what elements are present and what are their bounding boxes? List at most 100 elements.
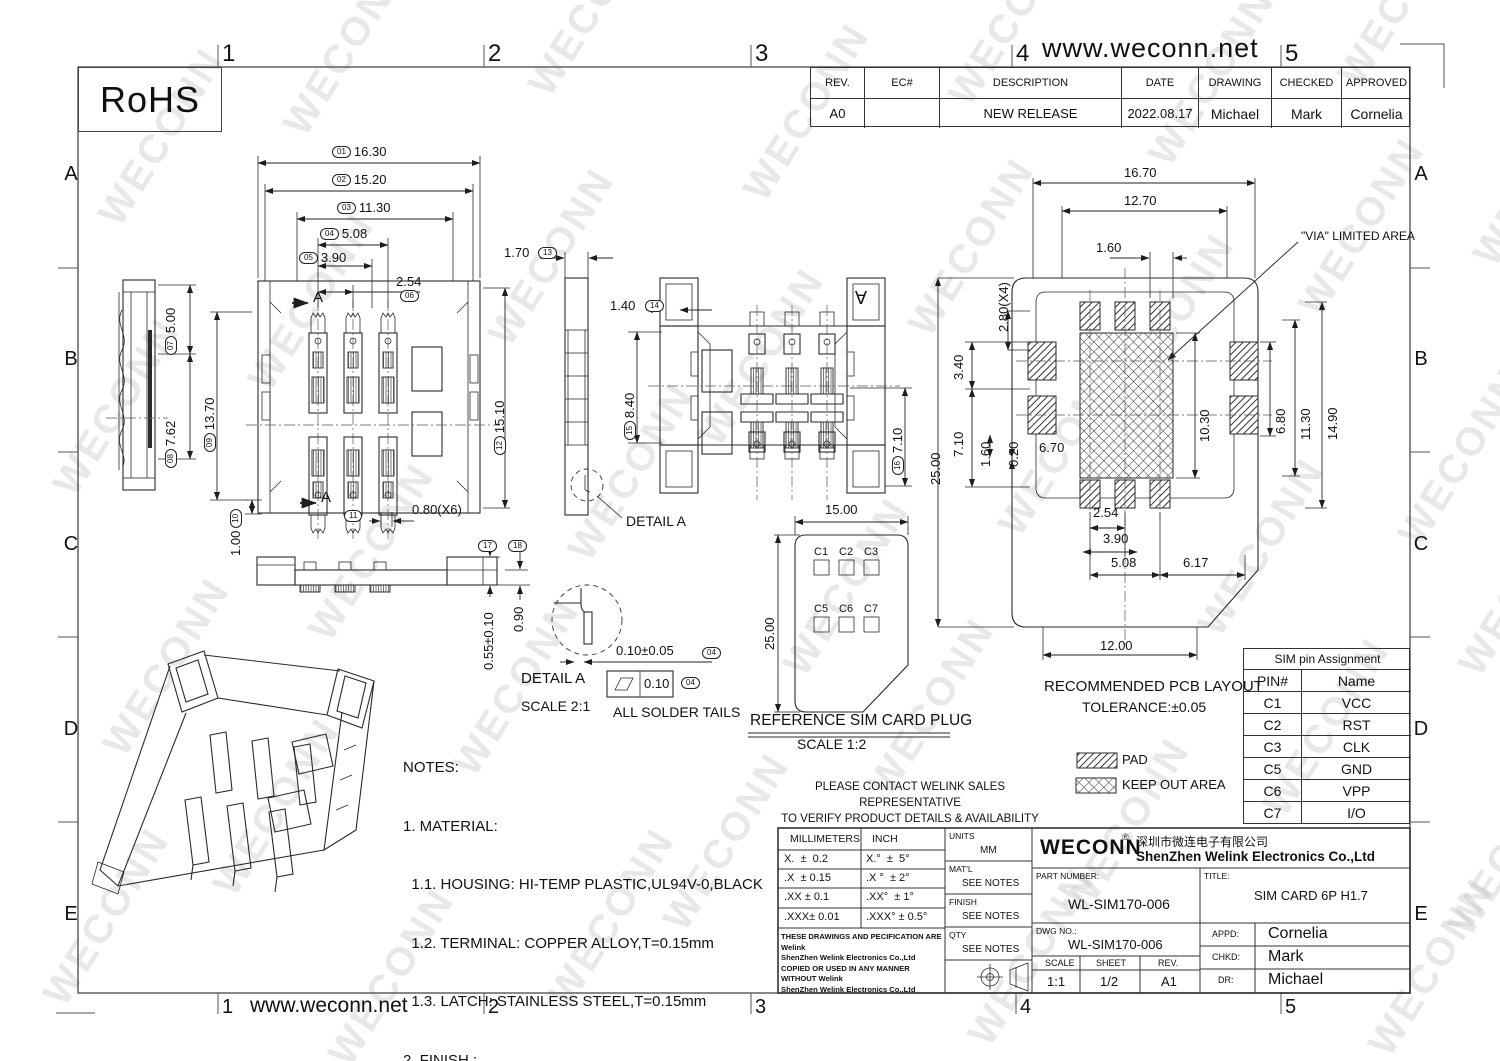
view-sim-plug [748,516,950,738]
dim-14-value: 1.40 [610,298,636,313]
balloon-06: 06 [400,290,419,302]
view-bottom [628,277,912,500]
pcb-b390: 3.90 [1103,531,1129,546]
balloon-04-flatness: 04 [681,677,700,689]
detail-a-callout-label: DETAIL A [626,513,686,529]
sim-plug-scale: SCALE 1:2 [797,736,867,752]
rohs-logo: RoHS [78,67,222,132]
grid-col-1-top: 1 [222,40,236,67]
units-value: MM [980,845,997,856]
pad-label-c2: C2 [839,546,854,558]
grid-row-c-right: C [1413,533,1429,555]
sheet-label: SHEET [1096,958,1127,968]
balloon-03: 03 [337,201,356,214]
legal-text: THESE DRAWINGS AND PECIFICATION ARE Weli… [781,932,942,994]
grid-row-b-right: B [1414,348,1428,370]
drawing-title: SIM CARD 6P H1.7 [1254,888,1368,903]
company-name-en: ShenZhen Welink Electronics Co.,Ltd [1136,849,1376,864]
pcb-b508: 5.08 [1111,555,1137,570]
projection-symbol [977,962,1029,992]
grid-row-d-left: D [63,718,79,740]
balloon-04-gap: 04 [702,647,721,659]
view-top [210,156,510,540]
revision-table: REV. EC# DESCRIPTION DATE DRAWING CHECKE… [810,67,1411,128]
rev-header: REV. [825,77,850,89]
balloon-05: 05 [299,251,318,264]
grid-row-e-right: E [1414,903,1428,925]
rev-value: A0 [811,98,864,128]
grid-row-d-right: D [1413,718,1429,740]
balloon-01: 01 [332,145,351,158]
grid-row-e-left: E [64,903,78,925]
dr-value: Michael [1268,971,1324,988]
sheet-frame [56,43,1445,1014]
brand-logo: WECONN [1040,836,1142,859]
grid-row-c-left: C [63,533,79,555]
detail-a-title: DETAIL A [521,670,586,687]
dim-11-value: 0.80(X6) [412,502,462,517]
grid-col-5-top: 5 [1285,40,1299,67]
pin-table-title: SIM pin Assignment [1274,652,1381,666]
pcb-outer-width: 16.70 [1124,165,1157,180]
view-profile [256,543,530,600]
pcb-tolerance: TOLERANCE:±0.05 [1082,699,1207,715]
company-name-cn: 深圳市微连电子有限公司 [1136,835,1269,849]
part-number-value: WL-SIM170-006 [1068,896,1170,912]
flatness-value: 0.10 [644,676,670,691]
grid-row-a-left: A [64,163,78,185]
balloon-17: 17 [478,540,497,552]
appd-label: APPD: [1212,929,1240,939]
balloon-02: 02 [332,173,351,186]
view-side-left [106,279,196,491]
qty-label: QTY [949,930,967,940]
detail-a-scale: SCALE 2:1 [521,698,591,714]
grid-col-4-top: 4 [1016,40,1030,67]
pcb-b617: 6.17 [1183,555,1209,570]
grid-col-2-top: 2 [488,40,502,67]
grid-col-1-bottom: 1 [222,996,234,1018]
rev-value: A1 [1161,974,1177,989]
grid-col-2-bottom: 2 [488,996,500,1018]
pad-label-c5: C5 [814,603,829,615]
solder-tails-note: ALL SOLDER TAILS [613,704,741,720]
contacts-top-view [308,312,398,534]
tol-header-inch: INCH [872,833,898,845]
matl-value: SEE NOTES [962,878,1020,889]
pcb-inner-width: 12.70 [1124,193,1157,208]
matl-label: MAT'L [949,864,973,874]
finish-value: SEE NOTES [962,911,1020,922]
legend-keepout-label: KEEP OUT AREA [1122,777,1226,792]
pad-label-c3: C3 [864,546,879,558]
view-pcb-layout [934,178,1327,794]
pcb-center-width: 6.70 [1039,440,1065,455]
chkd-label: CHKD: [1212,952,1241,962]
finish-label: FINISH [949,897,977,907]
pad-label-c6: C6 [839,603,854,615]
qty-value: SEE NOTES [962,944,1020,955]
website-top: www.weconn.net [1042,33,1259,63]
chkd-value: Mark [1268,948,1304,965]
sim-plug-width: 15.00 [825,502,858,517]
grid-row-a-right: A [1414,163,1428,185]
pcb-b254: 2.54 [1093,505,1119,520]
scale-value: 1:1 [1047,974,1066,989]
title-label: TITLE: [1204,871,1230,881]
notes-block: NOTES: 1. MATERIAL: 1.1. HOUSING: HI-TEM… [403,759,763,1061]
dim-06-value: 2.54 [396,274,422,289]
section-marker-a-top: A [313,289,324,306]
pad-label-c1: C1 [814,546,829,558]
sheet-value: 1/2 [1100,974,1119,989]
units-label: UNITS [949,831,975,841]
view-side-right [540,252,623,519]
dr-label: DR: [1218,975,1234,985]
detail-a-gap-value: 0.10±0.05 [616,643,674,658]
balloon-13: 13 [538,247,557,259]
rev-label: REV. [1158,958,1179,968]
